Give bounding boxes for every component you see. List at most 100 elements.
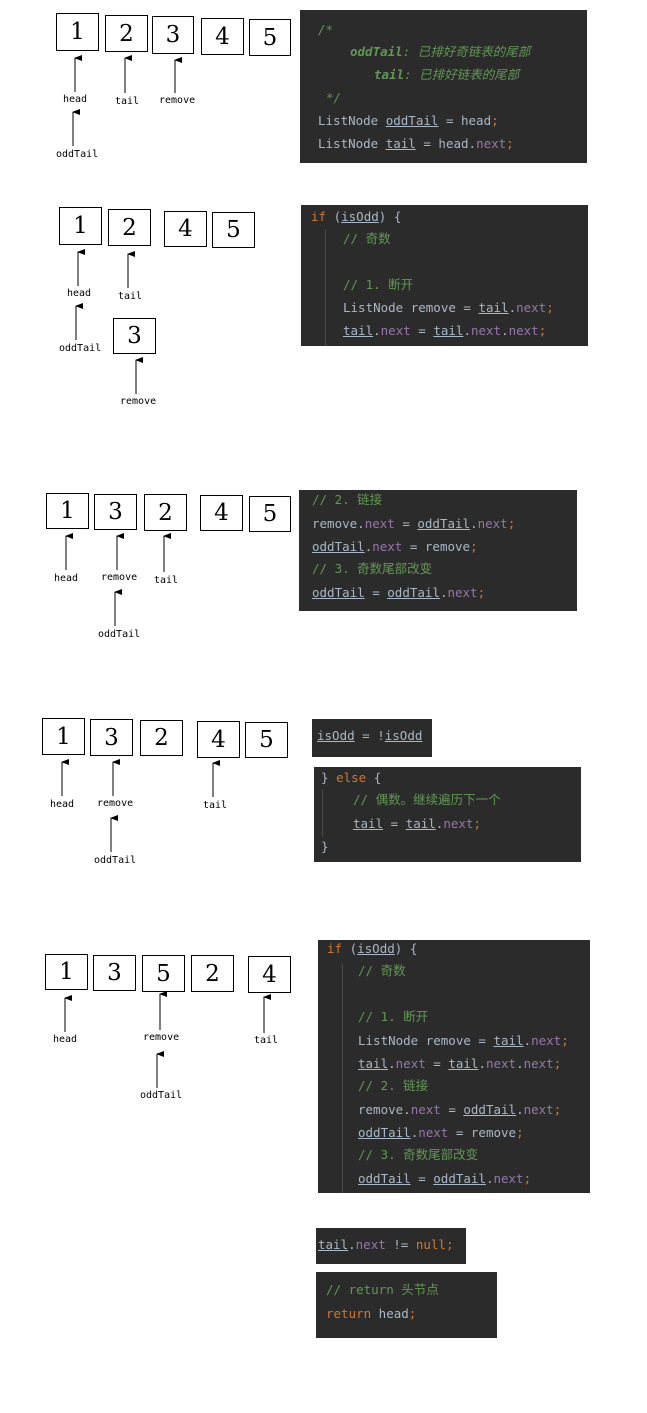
node-box: 3: [93, 955, 136, 991]
code-token: .: [516, 1102, 524, 1117]
code-token: tail: [493, 1033, 524, 1048]
pointer-label-remove: remove: [120, 396, 157, 407]
code-block-8: // return 头节点 return head;: [316, 1272, 497, 1338]
code-token: tail: [433, 323, 464, 338]
code-token: tail: [353, 816, 384, 831]
code-token: (: [342, 941, 358, 956]
code-line: // 3. 奇数尾部改变: [312, 561, 433, 576]
pointer-label-remove: remove: [143, 1032, 180, 1043]
code-token: =: [410, 323, 434, 338]
code-token: = remove: [448, 1125, 517, 1140]
code-token: .: [373, 323, 381, 338]
code-token: ;: [506, 136, 514, 151]
pointer-label-remove: remove: [101, 572, 138, 583]
code-token: =: [394, 516, 418, 531]
code-token: : 已排好奇链表的尾部: [402, 44, 531, 59]
code-token: oddTail: [358, 1171, 411, 1186]
code-line: remove.next = oddTail.next;: [358, 1101, 561, 1119]
code-token: next: [477, 516, 508, 531]
code-line: // 2. 链接: [312, 492, 383, 507]
code-token: next: [485, 1056, 517, 1071]
code-token: = head.: [415, 136, 477, 151]
code-token: ;: [561, 1033, 569, 1048]
pointer-label-oddtail: oddTail: [140, 1090, 183, 1101]
code-token: .: [410, 1125, 419, 1140]
code-token: ;: [477, 585, 486, 600]
code-line: tail: 已排好链表的尾部: [374, 66, 519, 84]
code-token: =: [440, 1102, 464, 1117]
code-token: ) {: [394, 941, 418, 956]
code-line: // 1. 断开: [358, 1009, 429, 1024]
code-token: .: [439, 585, 448, 600]
code-token: isOdd: [357, 941, 395, 956]
code-token: ;: [408, 1306, 417, 1321]
code-token: next: [380, 323, 411, 338]
code-token: ;: [538, 323, 547, 338]
code-token: .: [435, 816, 444, 831]
code-line: // 1. 断开: [343, 277, 414, 292]
node-box: 1: [46, 493, 89, 529]
code-token: ;: [516, 1125, 524, 1140]
code-line: oddTail = oddTail.next;: [358, 1170, 531, 1188]
code-token: next: [476, 136, 507, 151]
code-token: oddTail: [358, 1125, 411, 1140]
pointer-label-tail: tail: [254, 1035, 279, 1046]
code-line: if (isOdd) {: [311, 208, 401, 226]
node-box: 2: [140, 720, 183, 756]
code-token: tail: [374, 67, 405, 82]
code-block-6: if (isOdd) { // 奇数 // 1. 断开 ListNode rem…: [318, 940, 590, 1193]
code-token: next: [531, 1033, 562, 1048]
code-block-1: /* oddTail: 已排好奇链表的尾部 tail: 已排好链表的尾部 */ …: [300, 10, 587, 163]
pointer-label-remove: remove: [97, 798, 134, 809]
code-token: =: [410, 1171, 434, 1186]
code-line: isOdd = !isOdd: [317, 727, 422, 745]
code-token: (: [326, 209, 342, 224]
code-token: ListNode remove =: [358, 1033, 494, 1048]
code-line: oddTail: 已排好奇链表的尾部: [350, 43, 530, 61]
code-token: tail: [478, 300, 509, 315]
code-token: tail: [343, 323, 374, 338]
code-line: tail = tail.next;: [353, 815, 481, 833]
node-box: 3: [90, 719, 133, 756]
code-token: .: [508, 300, 517, 315]
code-token: isOdd: [384, 728, 423, 743]
code-line: // 3. 奇数尾部改变: [358, 1147, 479, 1162]
code-line: oddTail = oddTail.next;: [312, 584, 485, 602]
code-token: oddTail: [417, 516, 471, 531]
code-line: // 奇数: [358, 963, 406, 978]
code-token: next: [508, 323, 539, 338]
code-token: next: [418, 1125, 449, 1140]
code-token: =: [425, 1056, 449, 1071]
code-token: next: [493, 1171, 524, 1186]
code-token: }: [321, 770, 337, 785]
code-token: if: [311, 209, 327, 224]
code-token: tail: [448, 1056, 479, 1071]
pointer-label-remove: remove: [159, 95, 196, 106]
code-token: next: [364, 516, 395, 531]
node-box: 4: [197, 721, 240, 758]
node-box: 3: [113, 318, 156, 354]
code-token: oddTail: [433, 1171, 486, 1186]
code-token: .: [388, 1056, 396, 1071]
code-token: ;: [507, 516, 516, 531]
code-token: .: [516, 1056, 524, 1071]
code-token: isOdd: [341, 209, 379, 224]
code-token: = !: [354, 728, 385, 743]
code-token: return: [326, 1306, 372, 1321]
code-line: if (isOdd) {: [327, 940, 417, 958]
node-box: 5: [249, 19, 291, 56]
code-token: ListNode: [318, 113, 386, 128]
code-token: .: [478, 1056, 486, 1071]
code-token: .: [463, 323, 471, 338]
code-token: tail: [385, 136, 416, 151]
code-token: .: [470, 516, 478, 531]
code-token: =: [383, 816, 406, 831]
code-token: .: [348, 1237, 356, 1252]
code-token: isOdd: [317, 728, 355, 743]
code-token: head: [371, 1306, 409, 1321]
code-line: tail.next != null;: [318, 1236, 454, 1254]
pointer-label-tail: tail: [154, 575, 179, 586]
code-line: } else {: [321, 769, 381, 787]
code-token: oddTail: [350, 44, 403, 59]
code-token: next: [523, 1056, 554, 1071]
